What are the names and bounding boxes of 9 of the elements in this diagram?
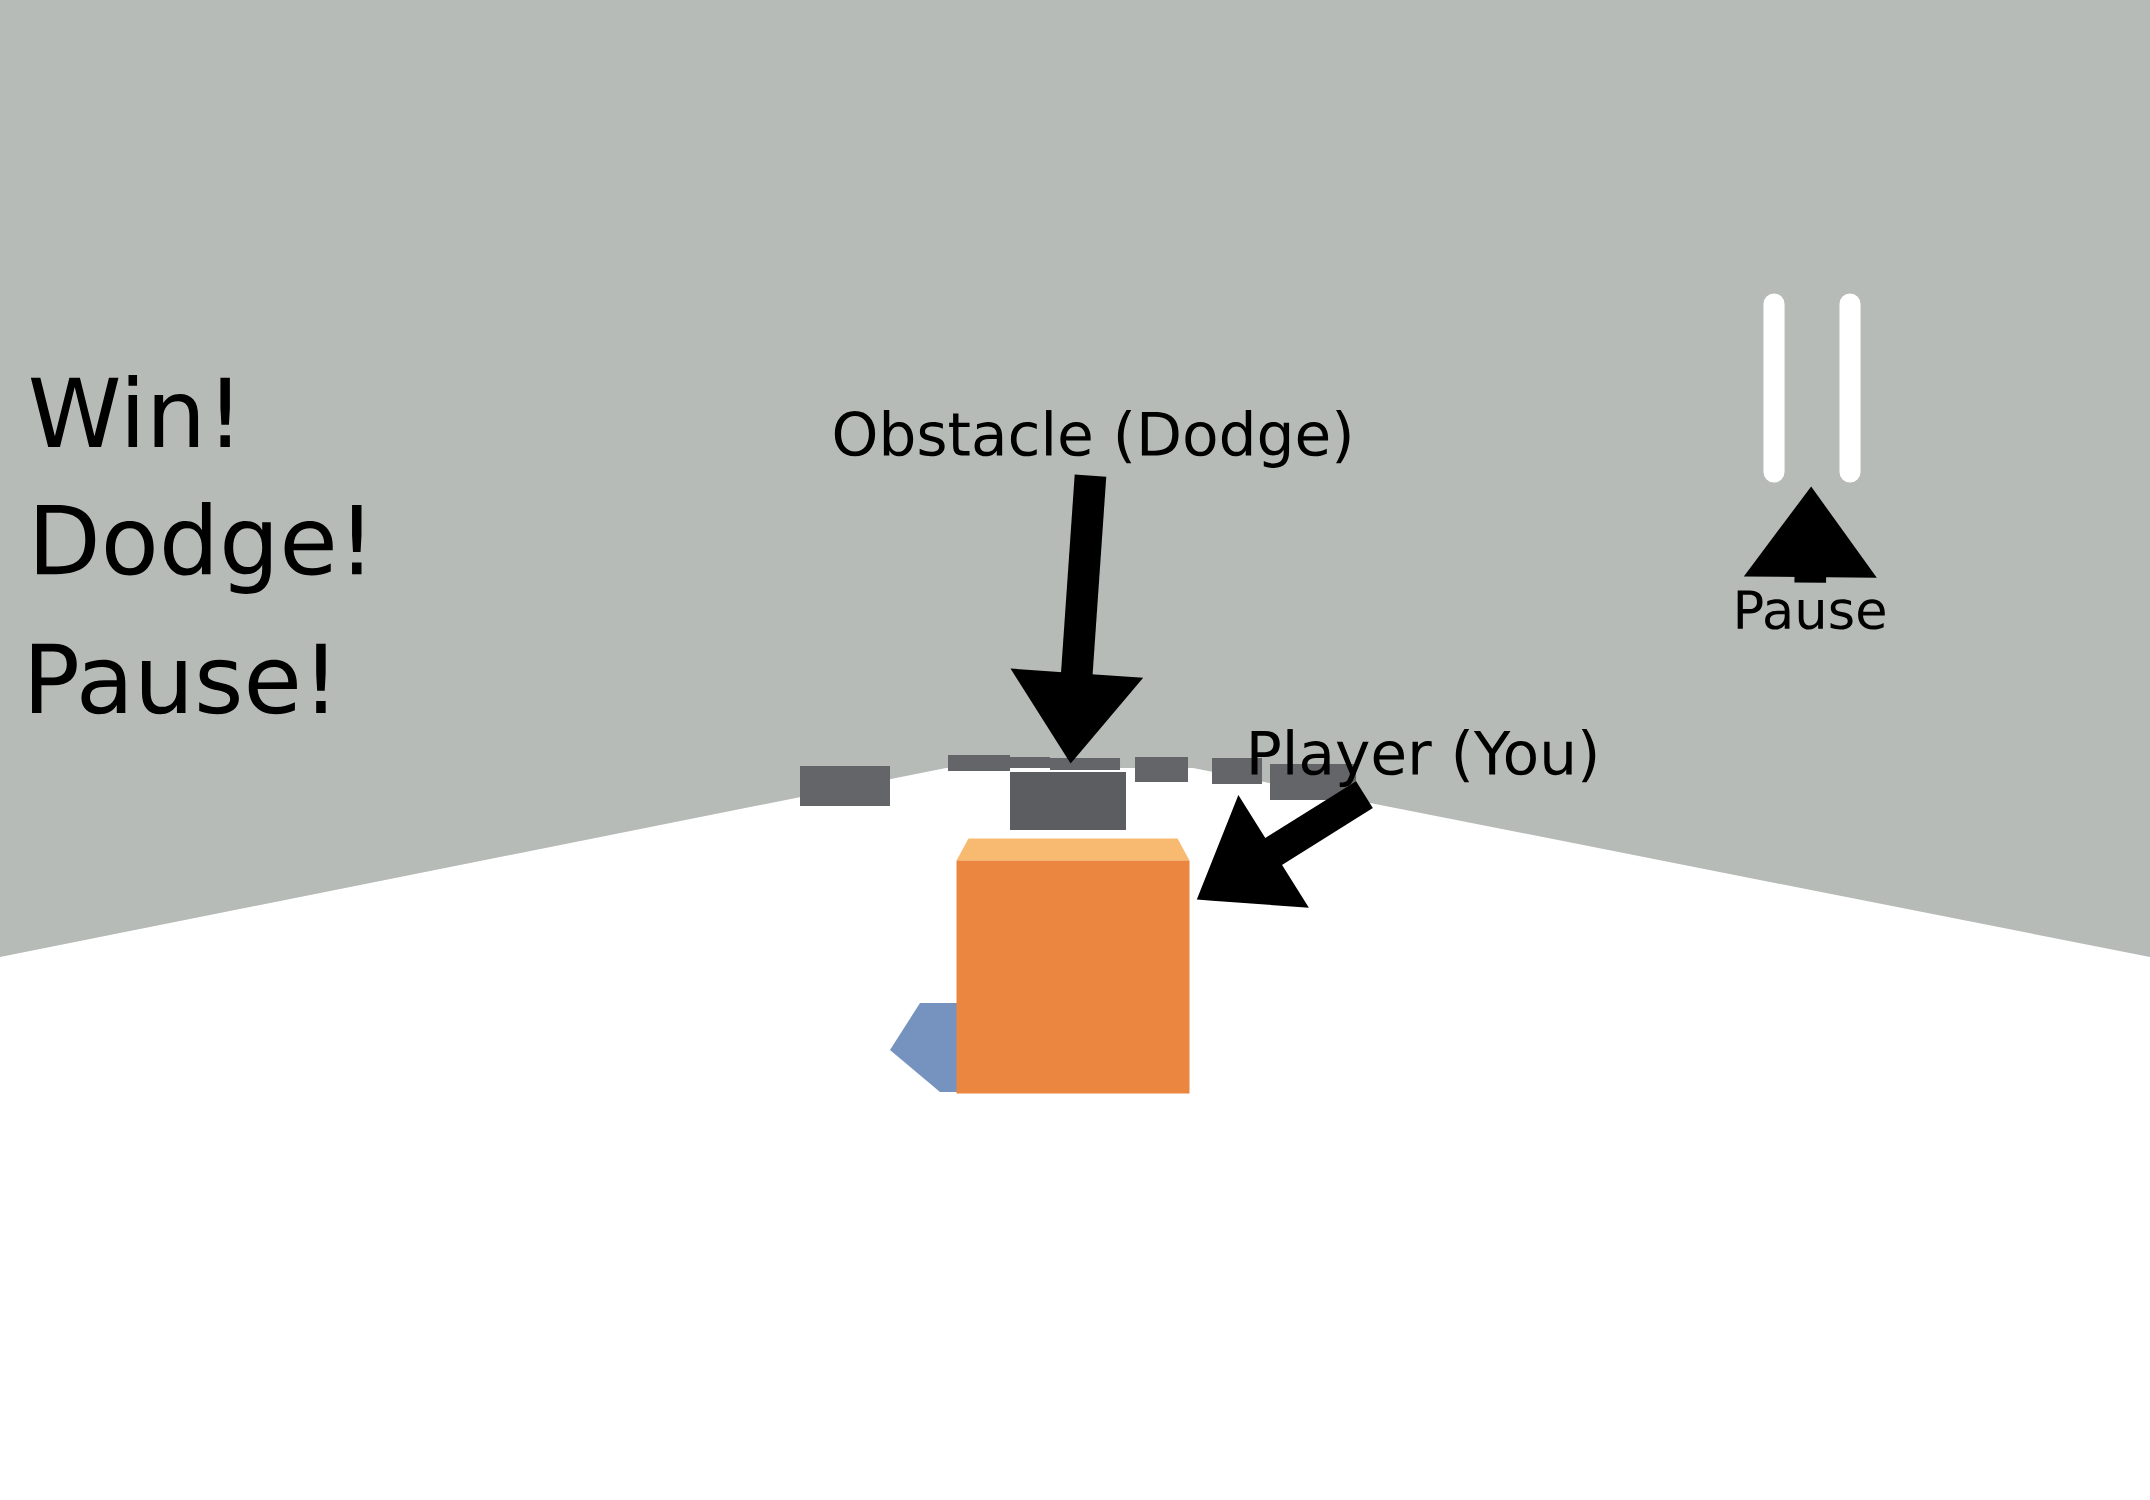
pause-icon — [1763, 293, 1861, 483]
caption-text: Win! — [30, 374, 230, 448]
callout-text: Obstacle (Dodge) — [834, 410, 1350, 468]
callout-text: Player (You) — [1251, 729, 1596, 787]
caption-text: Dodge! — [37, 502, 362, 594]
callout-text: Pause — [1737, 590, 1885, 630]
obstacle-block — [1010, 772, 1126, 830]
caption-text: Pause! — [32, 643, 326, 715]
player-cube — [956, 838, 1190, 1094]
